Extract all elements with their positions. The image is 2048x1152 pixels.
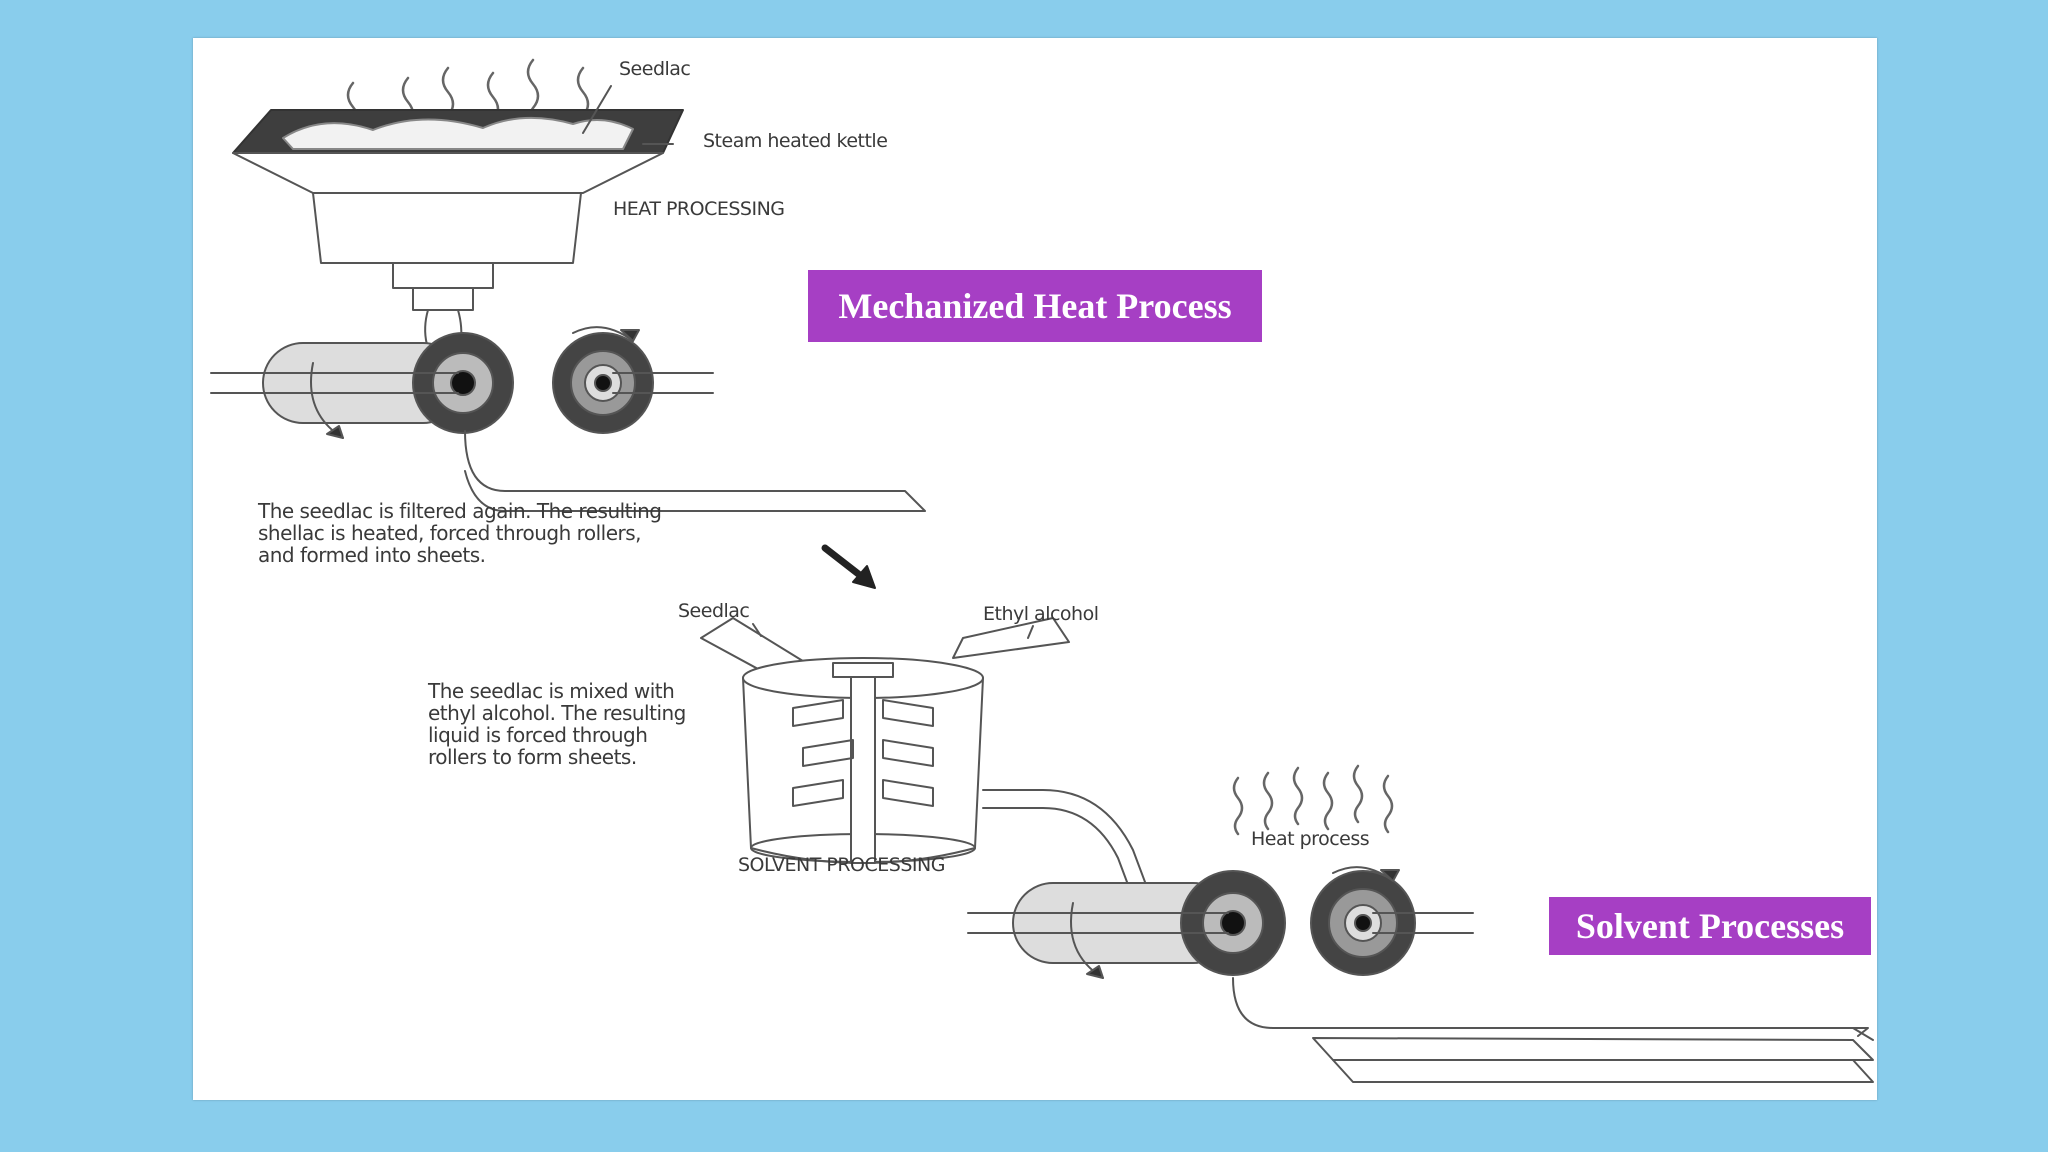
- label-heat-process: Heat process: [1251, 828, 1370, 850]
- leader-alcohol: [1027, 625, 1034, 639]
- label-seedlac-solvent: Seedlac: [678, 600, 750, 622]
- label-solvent-processing: SOLVENT PROCESSING: [738, 854, 945, 876]
- steam-heated-kettle: [232, 109, 684, 376]
- steam-wisps-bottom: [1232, 764, 1394, 836]
- shellac-process-diagram: [210, 58, 1874, 1083]
- caption-heat: The seedlac is filtered again. The resul…: [258, 499, 662, 567]
- mixing-tank: [700, 617, 1164, 939]
- label-seedlac-top: Seedlac: [619, 58, 691, 80]
- diagram-sheet: Seedlac Steam heated kettle HEAT PROCESS…: [193, 38, 1877, 1100]
- label-steam-kettle: Steam heated kettle: [703, 130, 888, 152]
- banner-mechanized-heat: Mechanized Heat Process: [808, 270, 1262, 342]
- down-arrow: [821, 544, 876, 589]
- rollers-bottom: [967, 866, 1874, 1083]
- label-heat-processing: HEAT PROCESSING: [613, 198, 785, 220]
- leader-seedlac-2: [752, 623, 762, 637]
- rollers-top: [210, 326, 926, 512]
- caption-solvent: The seedlac is mixed with ethyl alcohol.…: [428, 679, 686, 769]
- leader-seedlac: [582, 85, 612, 134]
- label-ethyl-alcohol: Ethyl alcohol: [983, 603, 1099, 625]
- banner-solvent-processes: Solvent Processes: [1549, 897, 1871, 955]
